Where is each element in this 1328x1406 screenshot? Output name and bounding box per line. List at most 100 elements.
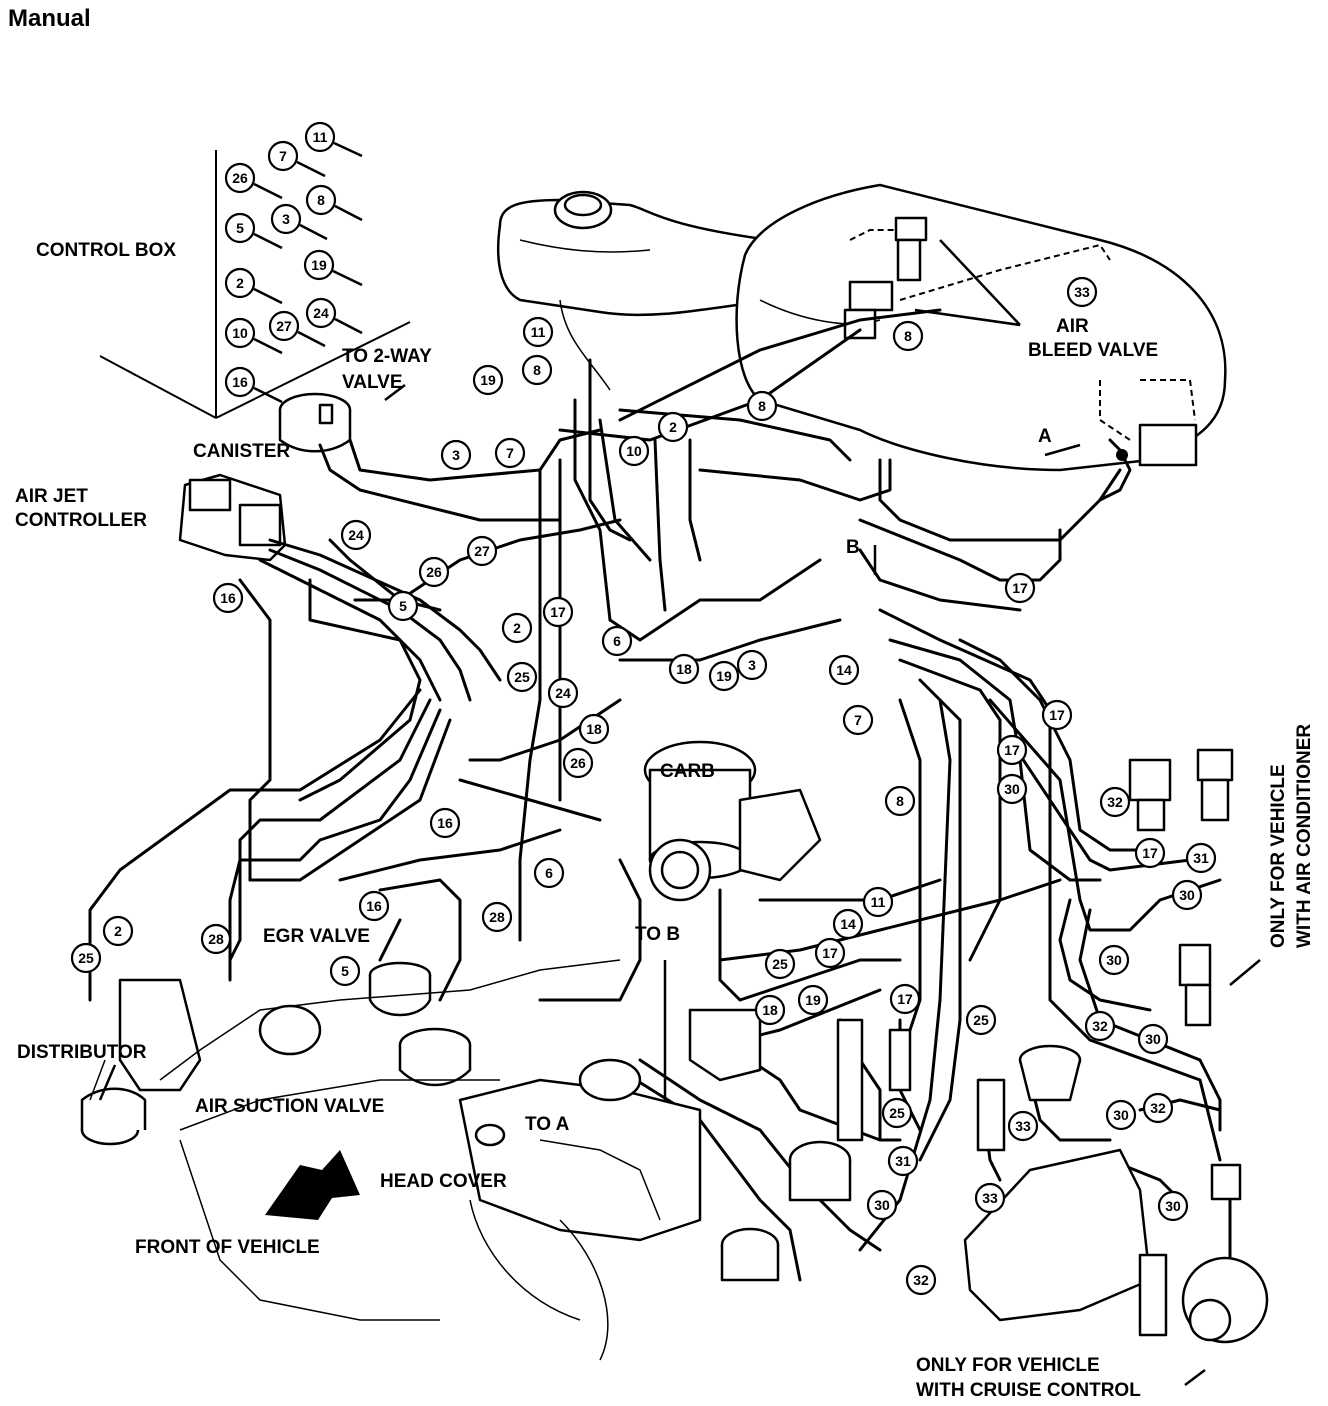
label-egr-valve: EGR VALVE: [263, 926, 370, 947]
svg-text:2: 2: [513, 620, 521, 636]
svg-text:30: 30: [1113, 1107, 1129, 1123]
svg-text:8: 8: [758, 398, 766, 414]
hose-badge: 5: [387, 590, 419, 622]
label-cruise-2: WITH CRUISE CONTROL: [916, 1380, 1141, 1401]
svg-text:3: 3: [748, 657, 756, 673]
hose-badge: 17: [996, 734, 1028, 766]
hose-badge: 30: [1171, 879, 1203, 911]
hose-badge: 33: [974, 1182, 1006, 1214]
control-box-arrow: [296, 160, 326, 178]
hose-badge: 33: [1007, 1110, 1039, 1142]
svg-text:32: 32: [1107, 794, 1123, 810]
control-box-arrow: [253, 386, 283, 404]
svg-text:10: 10: [626, 443, 642, 459]
control-box-badge: 19: [303, 249, 335, 281]
svg-text:19: 19: [480, 372, 496, 388]
control-box-badge: 8: [305, 184, 337, 216]
canister: [278, 392, 352, 453]
svg-text:32: 32: [1092, 1018, 1108, 1034]
control-box-badge: 2: [224, 267, 256, 299]
svg-text:25: 25: [78, 950, 94, 966]
svg-text:11: 11: [531, 324, 546, 340]
svg-text:30: 30: [1179, 887, 1195, 903]
carburetor: [643, 740, 822, 902]
svg-text:2: 2: [669, 419, 677, 435]
label-carb: CARB: [660, 761, 715, 782]
control-box-badge: 10: [224, 317, 256, 349]
control-box-badge: 11: [304, 121, 336, 153]
hose-badge: 25: [881, 1097, 913, 1129]
svg-text:25: 25: [514, 669, 530, 685]
hose-badge: 24: [547, 677, 579, 709]
svg-text:31: 31: [1193, 850, 1209, 866]
hose-badge: 10: [618, 435, 650, 467]
hose-badge: 8: [746, 390, 778, 422]
control-box-panel: [99, 150, 411, 419]
hose-badge: 19: [472, 364, 504, 396]
control-box-badge: 24: [305, 297, 337, 329]
hose-badge: 2: [102, 915, 134, 947]
svg-text:30: 30: [1106, 952, 1122, 968]
hose-badge: 19: [708, 660, 740, 692]
svg-text:24: 24: [313, 305, 329, 321]
control-box-arrow: [334, 317, 363, 335]
right-components: [688, 748, 1269, 1344]
air-cleaner-housing: [735, 183, 1227, 472]
svg-text:17: 17: [1142, 845, 1158, 861]
control-box-arrow: [253, 182, 283, 200]
svg-text:26: 26: [570, 755, 586, 771]
svg-text:8: 8: [533, 362, 541, 378]
svg-text:26: 26: [426, 564, 442, 580]
svg-text:33: 33: [1074, 284, 1090, 300]
svg-text:7: 7: [506, 445, 514, 461]
svg-text:33: 33: [982, 1190, 998, 1206]
hose-badge: 25: [965, 1004, 997, 1036]
hose-badge: 17: [1041, 699, 1073, 731]
svg-text:5: 5: [399, 598, 407, 614]
svg-text:25: 25: [772, 956, 788, 972]
control-box-arrow: [333, 141, 363, 158]
svg-text:17: 17: [1004, 742, 1020, 758]
label-to-a: TO A: [525, 1114, 570, 1135]
svg-text:19: 19: [716, 668, 732, 684]
svg-text:32: 32: [1150, 1100, 1166, 1116]
hose-badge: 18: [754, 994, 786, 1026]
svg-text:19: 19: [805, 992, 821, 1008]
egr-valve: [368, 961, 472, 1087]
hose-badge: 18: [668, 653, 700, 685]
front-arrow-icon: [265, 1150, 360, 1220]
hose-badge: 30: [1137, 1023, 1169, 1055]
hose-badge: 27: [466, 535, 498, 567]
hose-badge: 8: [521, 354, 553, 386]
label-front-of-vehicle: FRONT OF VEHICLE: [135, 1237, 320, 1258]
svg-text:2: 2: [236, 275, 244, 291]
hose-badge: 17: [1134, 837, 1166, 869]
hose-badge: 5: [329, 955, 361, 987]
control-box-badge: 16: [224, 366, 256, 398]
hose-badge: 30: [1157, 1190, 1189, 1222]
svg-text:17: 17: [822, 945, 838, 961]
head-cover: [159, 959, 702, 1361]
label-point-a: A: [1038, 426, 1052, 447]
svg-text:33: 33: [1015, 1118, 1031, 1134]
hose-badge: 2: [501, 612, 533, 644]
hose-badge: 3: [736, 649, 768, 681]
label-cruise-1: ONLY FOR VEHICLE: [916, 1355, 1100, 1376]
hose-badge: 30: [1105, 1099, 1137, 1131]
label-distributor: DISTRIBUTOR: [17, 1042, 147, 1063]
hose-badge: 31: [887, 1145, 919, 1177]
hose-badge: 14: [832, 908, 864, 940]
hose-badge: 6: [601, 625, 633, 657]
label-canister: CANISTER: [193, 441, 290, 462]
svg-text:17: 17: [1012, 580, 1028, 596]
hose-badge: 25: [506, 661, 538, 693]
hose-badge: 17: [889, 983, 921, 1015]
svg-text:3: 3: [282, 211, 290, 227]
control-box-badge: 7: [267, 140, 299, 172]
control-box-badge: 3: [270, 203, 302, 235]
hose-badge: 32: [1099, 786, 1131, 818]
svg-text:24: 24: [348, 527, 364, 543]
svg-text:25: 25: [889, 1105, 905, 1121]
hose-badge: 25: [70, 942, 102, 974]
svg-text:6: 6: [545, 865, 553, 881]
